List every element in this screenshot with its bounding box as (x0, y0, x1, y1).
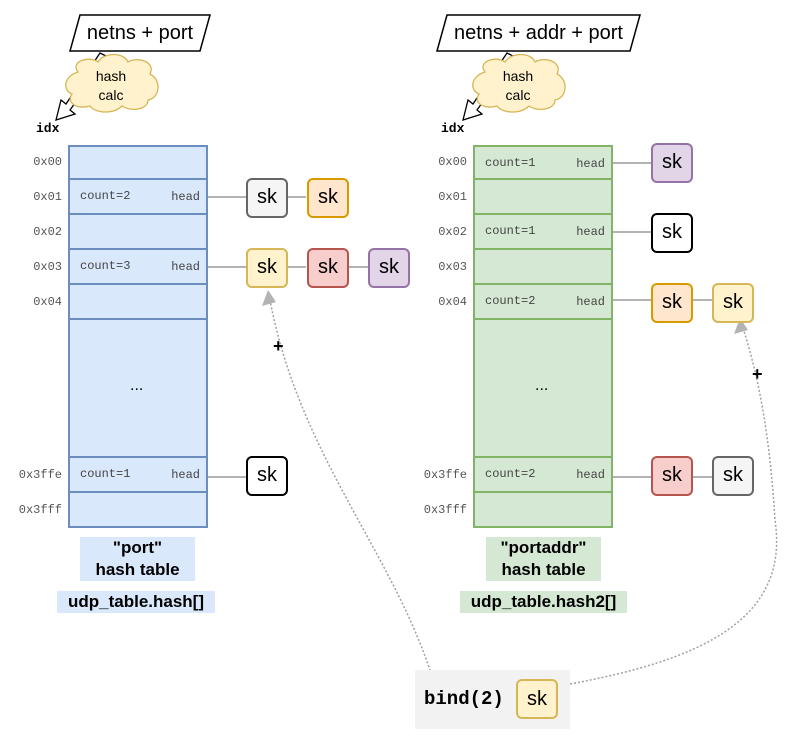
table-row (473, 180, 613, 215)
port-table-caption: "port" hash table (80, 537, 195, 581)
bind-to-portaddr-arrowhead (734, 318, 748, 334)
bind-to-port-curve (269, 299, 437, 691)
row-index-label: 0x01 (438, 189, 467, 204)
bucket-head-pointer: head (576, 224, 605, 239)
hash-label-line2: calc (505, 87, 531, 103)
bind-call-box: bind(2) sk (415, 670, 570, 729)
left-insert-plus: + (273, 336, 284, 356)
caption-line2: hash table (95, 560, 180, 579)
right-hash-calc-label: hash calc (487, 67, 549, 105)
right-key-shape (436, 14, 641, 52)
table-row: count=1 head (68, 458, 208, 493)
right-insert-plus: + (752, 364, 763, 384)
right-key-label: netns + addr + port (453, 21, 623, 44)
hash-label-line1: hash (502, 68, 534, 84)
portaddr-table-array-name: udp_table.hash2[] (460, 591, 627, 613)
row-index-label: 0x00 (438, 154, 467, 169)
bucket-count: count=2 (485, 466, 536, 481)
table-row: count=2 head (473, 458, 613, 493)
table-row (68, 215, 208, 250)
socket-node: sk (368, 247, 410, 288)
bucket-head-pointer: head (576, 294, 605, 309)
row-index-label: 0x00 (33, 154, 62, 169)
right-links (613, 162, 712, 478)
row-index-label: 0x01 (33, 189, 62, 204)
table-row (473, 493, 613, 528)
table-row: count=1 head (473, 215, 613, 250)
row-index-label: 0x03 (33, 259, 62, 274)
left-links (208, 196, 368, 478)
row-index-label: 0x3ffe (423, 467, 467, 482)
bucket-count: count=2 (80, 188, 131, 203)
table-row: count=2 head (473, 285, 613, 320)
table-row: count=2 head (68, 180, 208, 215)
portaddr-table-caption: "portaddr" hash table (486, 537, 601, 581)
table-ellipsis: ... (535, 377, 549, 394)
socket-node: sk (651, 282, 693, 323)
table-row-ellipsis: ... (473, 320, 613, 458)
left-idx-label: idx (36, 121, 60, 136)
hash-label-line1: hash (95, 68, 127, 84)
bind-call-label: bind(2) (424, 688, 504, 710)
right-idx-label: idx (441, 121, 465, 136)
socket-node: sk (307, 247, 349, 288)
left-key-shape (69, 14, 211, 52)
table-row-ellipsis: ... (68, 320, 208, 458)
port-table-array-name: udp_table.hash[] (57, 591, 215, 613)
row-index-label: 0x3fff (18, 502, 62, 517)
caption-line1: "port" (112, 538, 163, 557)
row-index-label: 0x3ffe (18, 467, 62, 482)
caption-line2: hash table (501, 560, 586, 579)
socket-node: sk (246, 247, 288, 288)
hash-label-line2: calc (98, 87, 124, 103)
row-index-label: 0x03 (438, 259, 467, 274)
bucket-head-pointer: head (171, 259, 200, 274)
bucket-count: count=2 (485, 293, 536, 308)
bind-socket: sk (516, 679, 558, 719)
caption-line1: "portaddr" (500, 538, 587, 557)
bind-to-portaddr-curve (569, 324, 778, 685)
left-hash-calc-label: hash calc (80, 67, 142, 105)
bucket-count: count=1 (485, 155, 536, 170)
table-row (68, 493, 208, 528)
row-index-label: 0x02 (33, 224, 62, 239)
bucket-head-pointer: head (576, 156, 605, 171)
bucket-head-pointer: head (576, 467, 605, 482)
table-row: count=3 head (68, 250, 208, 285)
right-hash-cloud (472, 53, 566, 113)
left-hash-cloud (65, 53, 159, 113)
bucket-count: count=1 (80, 466, 131, 481)
table-row (68, 285, 208, 320)
table-ellipsis: ... (130, 377, 144, 394)
bucket-count: count=1 (485, 223, 536, 238)
row-index-label: 0x02 (438, 224, 467, 239)
socket-node: sk (246, 455, 288, 496)
socket-node: sk (651, 455, 693, 496)
row-index-label: 0x04 (438, 294, 467, 309)
socket-node: sk (712, 282, 754, 323)
table-row (473, 250, 613, 285)
socket-node: sk (651, 212, 693, 253)
row-index-label: 0x3fff (423, 502, 467, 517)
left-key-label: netns + port (86, 21, 194, 44)
row-index-label: 0x04 (33, 294, 62, 309)
bucket-count: count=3 (80, 258, 131, 273)
socket-node: sk (712, 455, 754, 496)
bucket-head-pointer: head (171, 189, 200, 204)
socket-node: sk (307, 177, 349, 218)
bucket-head-pointer: head (171, 467, 200, 482)
table-row (68, 145, 208, 180)
bind-to-port-arrowhead (262, 290, 276, 306)
table-row: count=1 head (473, 145, 613, 180)
socket-node: sk (246, 177, 288, 218)
socket-node: sk (651, 142, 693, 183)
